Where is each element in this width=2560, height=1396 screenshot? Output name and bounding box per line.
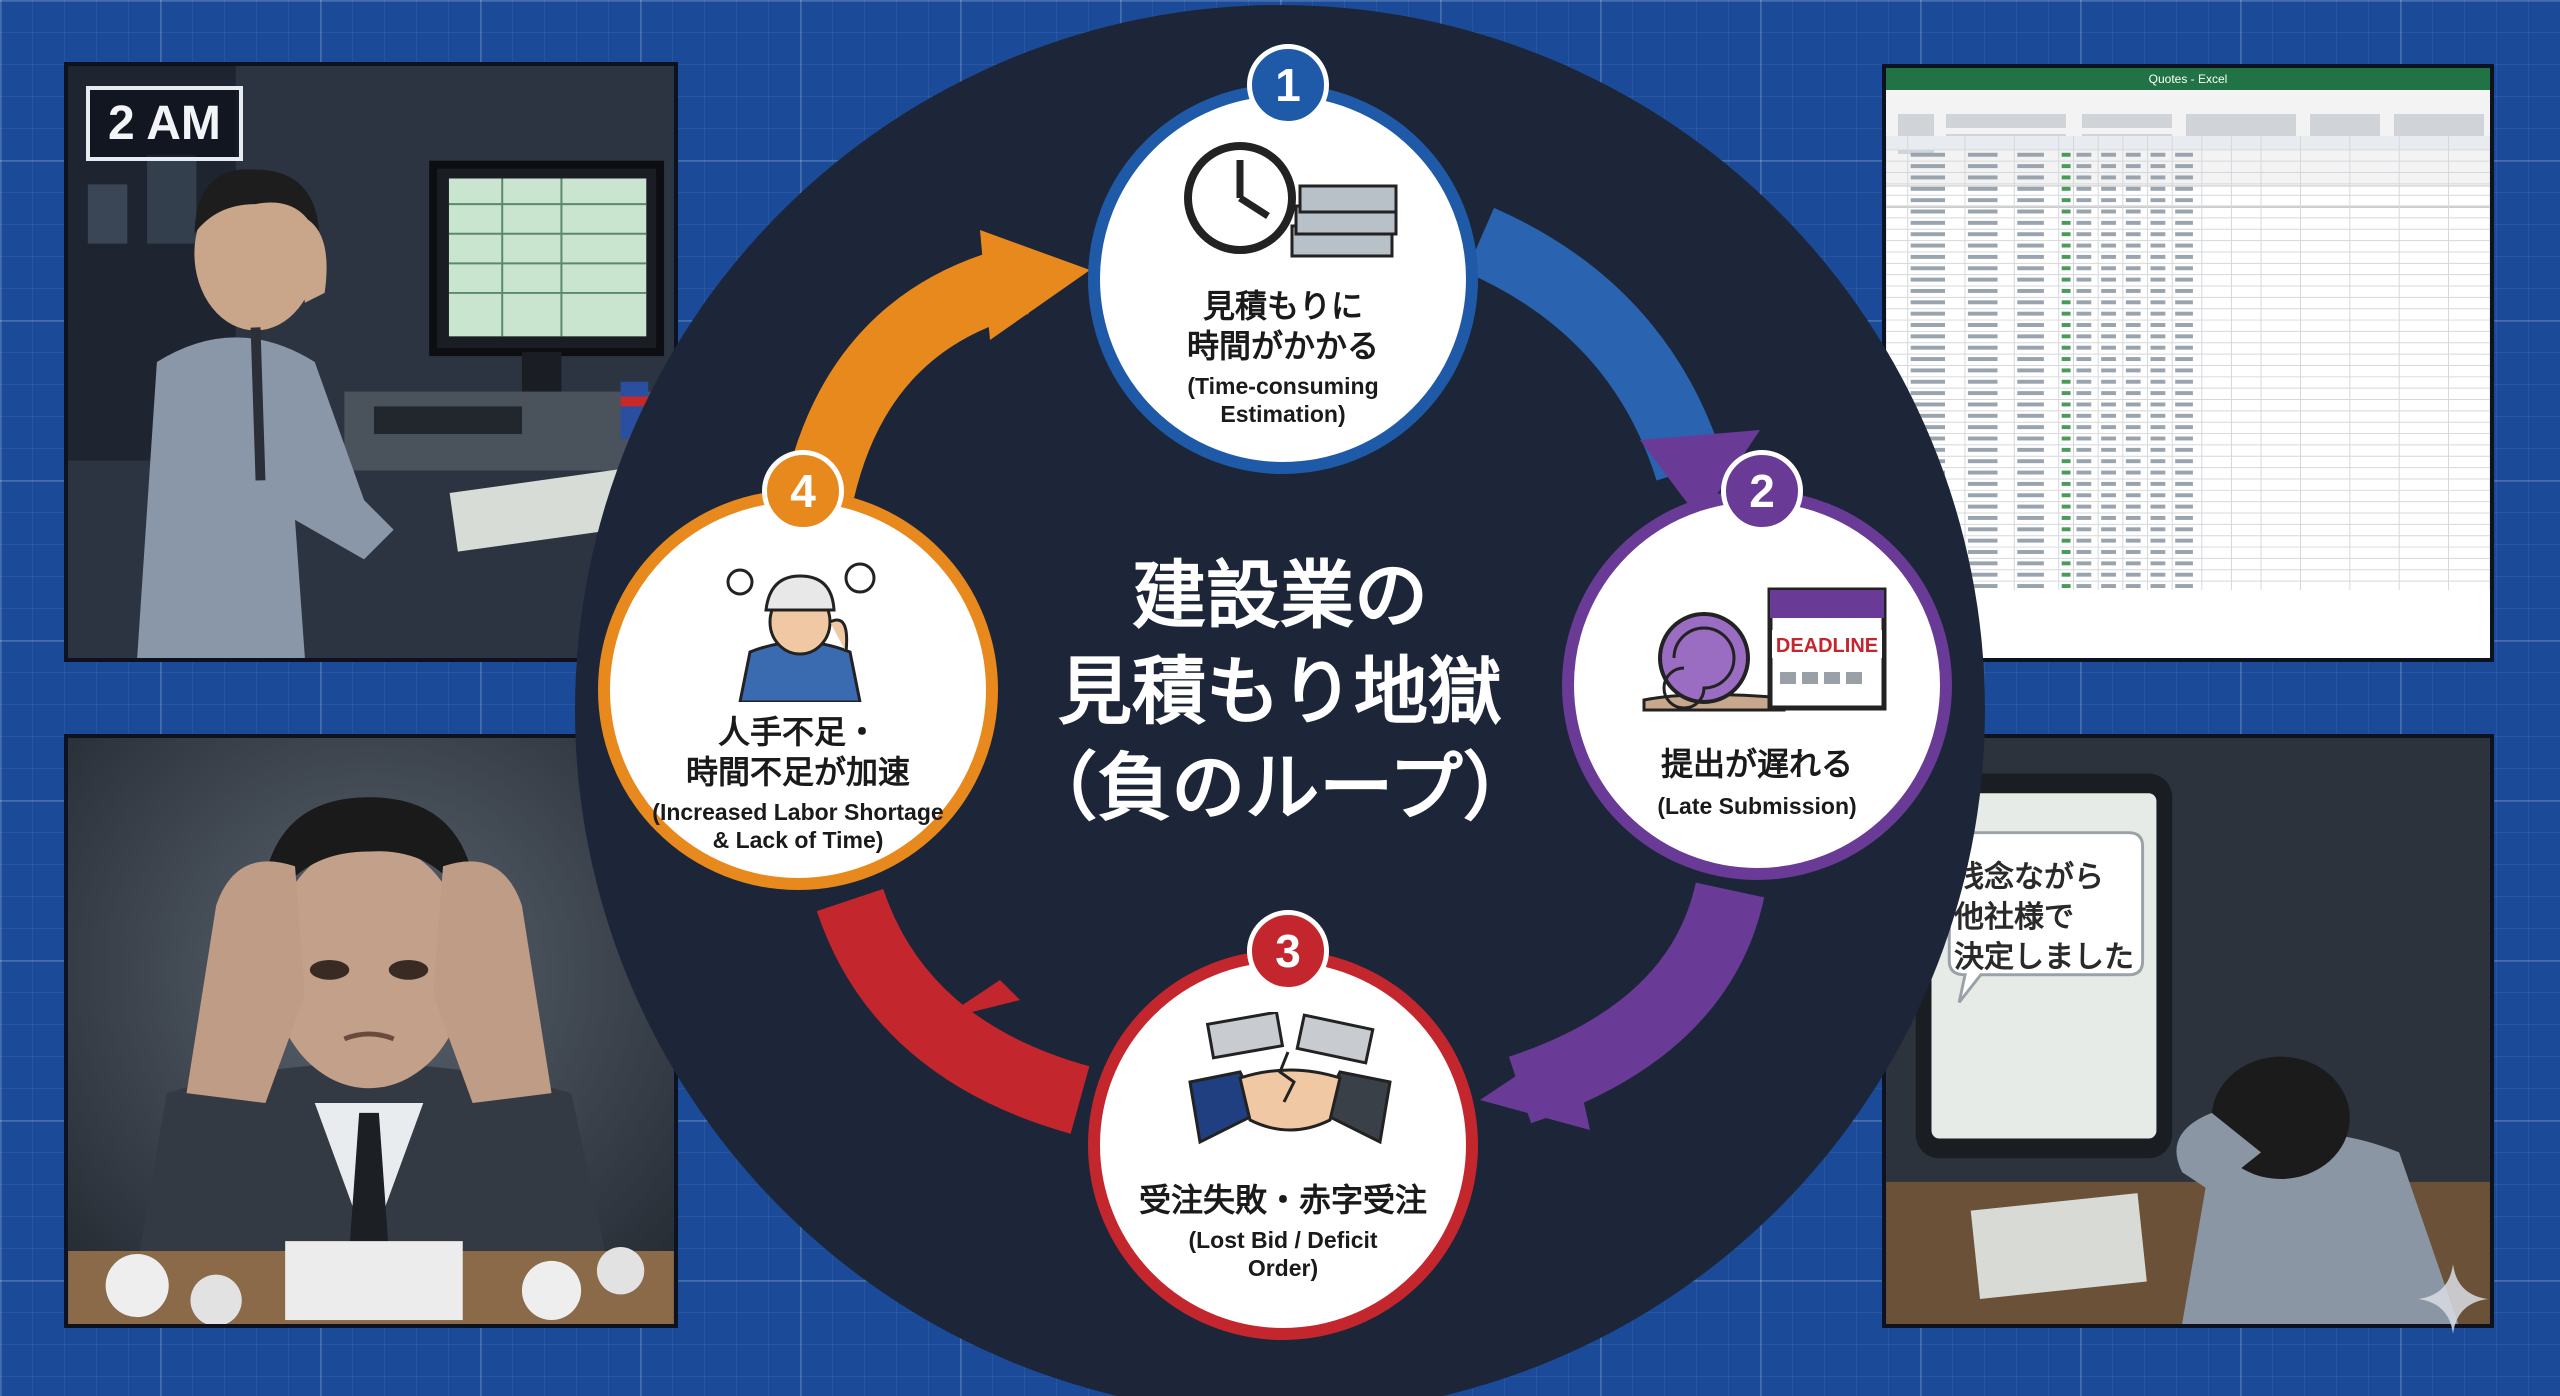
step-4-badge: 4 bbox=[762, 450, 844, 532]
step-3-jp-line1: 受注失敗・赤字受注 bbox=[1138, 1181, 1427, 1219]
step-1-en-line2: Estimation) bbox=[1220, 401, 1346, 427]
step-4-node: 4 人手不足・ 時間不足が加速 (Increased Labor Shortag… bbox=[598, 450, 998, 890]
bubble-line-1: 残念ながら bbox=[1954, 860, 2104, 895]
step-2-node: 2 DEADLINE 提出が遅れる (Late Submission) bbox=[1562, 450, 1952, 880]
step-4-en-line2: & Lack of Time) bbox=[712, 827, 884, 853]
step-1-jp-line1: 見積もりに bbox=[1202, 287, 1363, 325]
step-2-badge: 2 bbox=[1721, 450, 1803, 532]
title-line-1: 建設業の bbox=[1132, 553, 1428, 639]
step-3-en-line1: (Lost Bid / Deficit bbox=[1188, 1227, 1378, 1253]
arrow-step4-to-step1 bbox=[785, 246, 1030, 499]
arrowhead-step4 bbox=[940, 980, 1020, 1020]
arrow-step3-to-step4 bbox=[816, 888, 1090, 1134]
diagram-title: 建設業の 見積もり地獄 （負のループ） bbox=[1000, 548, 1560, 836]
broken-handshake-icon bbox=[1188, 1012, 1392, 1145]
panel-late-night-worker: 2 AM bbox=[64, 62, 678, 662]
bubble-line-3: 決定しました bbox=[1954, 940, 2134, 975]
arrowhead-step2 bbox=[1640, 430, 1760, 520]
step-1-badge: 1 bbox=[1247, 44, 1329, 126]
step-1-node: 1 見積もりに 時間がかかる (Time-consuming Estimatio… bbox=[1088, 44, 1478, 474]
bubble-line-2: 他社様で bbox=[1954, 900, 2074, 935]
step-4-jp-line1: 人手不足・ bbox=[717, 713, 878, 751]
step-4-en-line1: (Increased Labor Shortage bbox=[652, 799, 944, 825]
arrowhead-step3 bbox=[1480, 1040, 1590, 1130]
step-1-jp-line2: 時間がかかる bbox=[1186, 327, 1379, 365]
step-3-badge: 3 bbox=[1247, 910, 1329, 992]
deadline-icon-text: DEADLINE bbox=[1776, 635, 1878, 657]
rejection-illustration bbox=[1886, 738, 2490, 1324]
step-4-jp-line2: 時間不足が加速 bbox=[685, 753, 910, 791]
stressed-manager-illustration bbox=[68, 738, 674, 1324]
step-2-en-line1: (Late Submission) bbox=[1657, 793, 1857, 819]
tired-worker-icon bbox=[726, 562, 876, 702]
panel-stressed-manager bbox=[64, 734, 678, 1328]
snail-calendar-icon: DEADLINE bbox=[1642, 587, 1887, 712]
clock-2am-label: 2 AM bbox=[86, 86, 243, 161]
panel-spreadsheet: Quotes - Excel bbox=[1882, 64, 2494, 662]
step-3-en-line2: Order) bbox=[1247, 1255, 1319, 1281]
step-1-en-line1: (Time-consuming bbox=[1187, 373, 1379, 399]
title-line-2: 見積もり地獄 bbox=[1058, 649, 1502, 735]
late-night-office-illustration bbox=[68, 66, 674, 658]
clock-money-icon bbox=[1184, 142, 1398, 258]
panel-rejection-message: 残念ながら 他社様で 決定しました bbox=[1882, 734, 2494, 1328]
rejection-message-bubble: 残念ながら 他社様で 決定しました bbox=[1954, 858, 2144, 978]
spreadsheet-grid bbox=[1886, 136, 2490, 590]
spreadsheet-window-title: Quotes - Excel bbox=[1886, 68, 2490, 90]
step-2-jp-line1: 提出が遅れる bbox=[1660, 745, 1853, 783]
step-3-node: 3 受注失敗・赤字受注 (Lost Bid / Deficit Order) bbox=[1088, 910, 1478, 1340]
arrowhead-step1 bbox=[980, 230, 1090, 340]
title-line-3: （負のループ） bbox=[1023, 745, 1537, 831]
arrow-step1-to-step2 bbox=[1465, 207, 1724, 481]
sparkle-icon bbox=[2418, 1264, 2488, 1334]
